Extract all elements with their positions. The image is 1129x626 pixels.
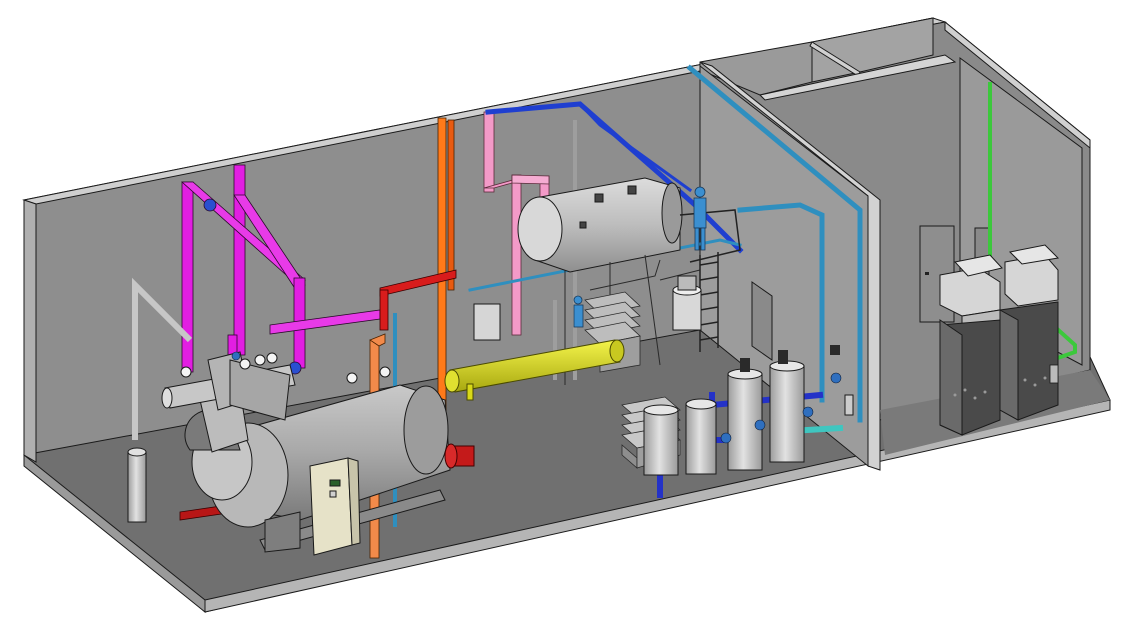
wall-box-right	[1049, 364, 1059, 384]
steam-piping	[180, 164, 381, 375]
blowdown-vessel	[127, 447, 147, 523]
valve-cluster	[231, 351, 842, 444]
feed-piping	[179, 269, 457, 521]
right-room-door-handle	[925, 272, 929, 275]
operator-figure-2	[573, 295, 584, 328]
softener-tank-1	[643, 404, 679, 476]
panel-dots	[953, 376, 1047, 400]
filter-unit	[844, 394, 854, 416]
pump-heads	[740, 345, 840, 372]
left-end-wall	[23, 199, 37, 463]
softener-tank-2	[685, 398, 717, 475]
partition-wall-face	[699, 64, 869, 468]
chimney-unit-2	[999, 244, 1060, 421]
right-end-wall	[944, 20, 1091, 150]
deaerator-tank	[517, 177, 683, 273]
dosing-unit	[672, 275, 702, 331]
partition-door	[751, 281, 773, 361]
gas-line-yellow	[444, 339, 625, 401]
main-boiler	[161, 351, 451, 553]
brine-tank-1	[727, 368, 763, 471]
brine-tank-2	[769, 360, 805, 463]
boiler-control-panel	[309, 457, 361, 556]
operator-figure-1	[693, 186, 707, 251]
wall-cabinet	[473, 303, 501, 341]
floor-slab-edge-front	[204, 399, 1111, 613]
grey-piping	[132, 277, 193, 440]
upper-partition-2	[758, 54, 957, 101]
boiler-burner	[444, 443, 475, 469]
chimney-unit-1	[939, 254, 1003, 436]
